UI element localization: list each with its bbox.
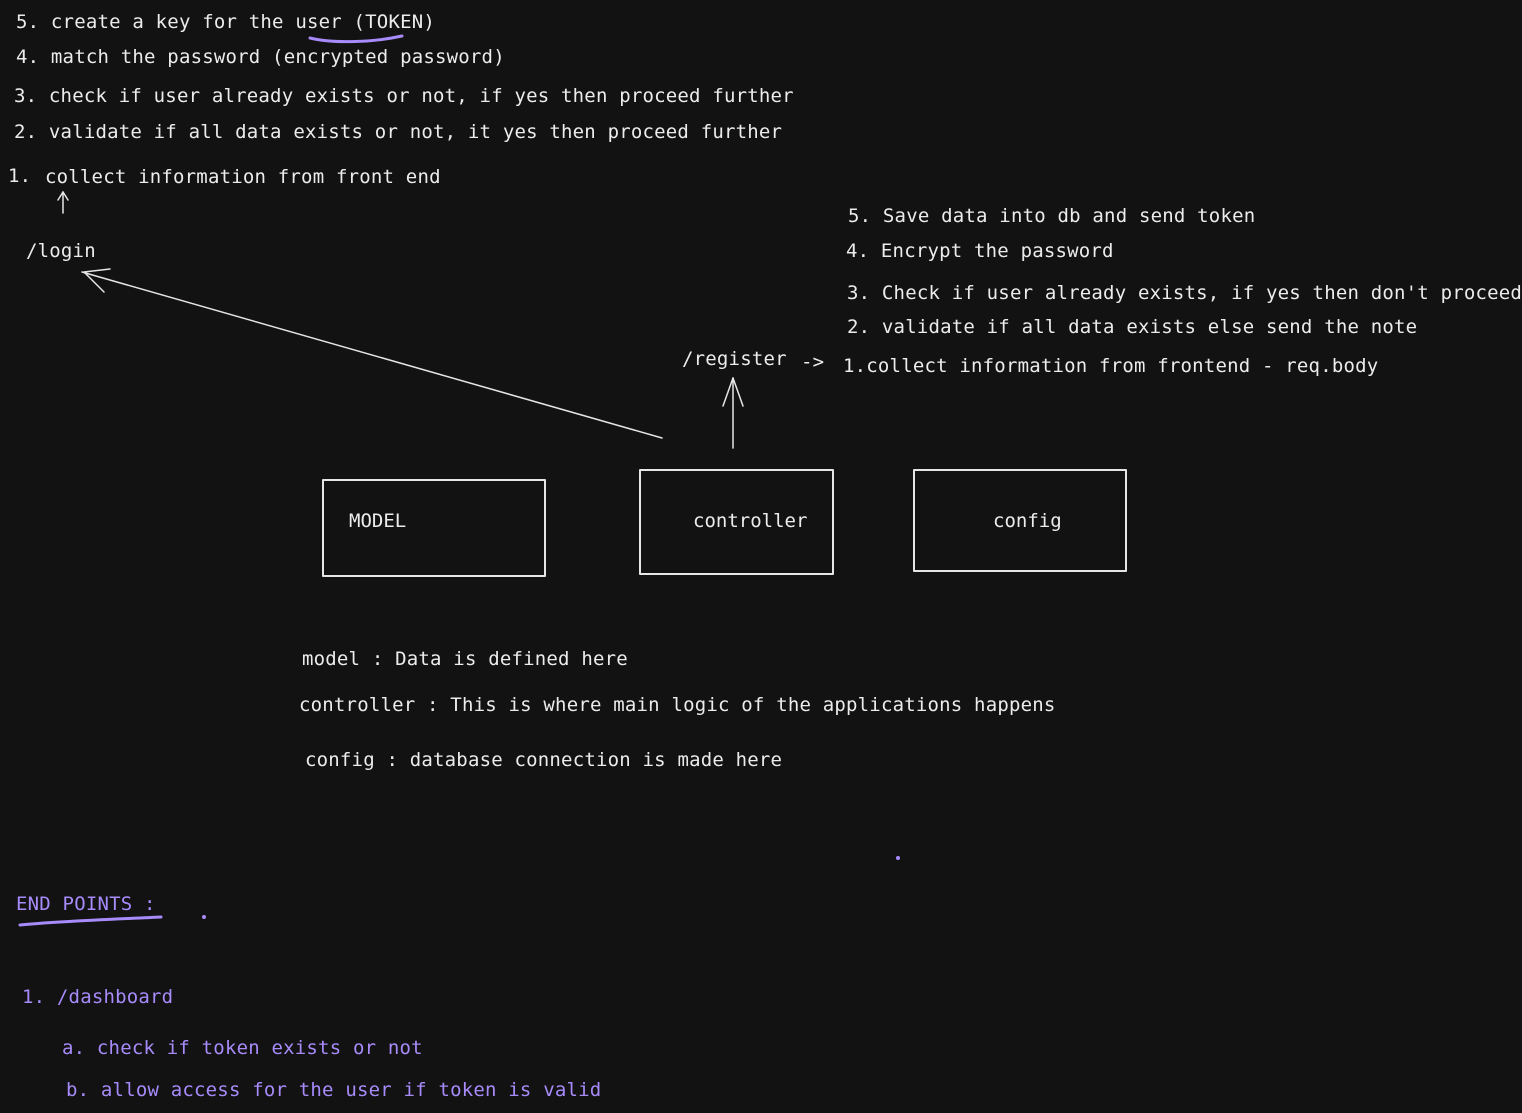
endpoint-dashboard-step-a: a. check if token exists or not [62, 1037, 423, 1059]
stray-dot [896, 856, 900, 860]
login-step-2: 2. validate if all data exists or not, i… [14, 121, 783, 143]
register-step-4: 4. Encrypt the password [846, 240, 1114, 262]
login-step-4: 4. match the password (encrypted passwor… [16, 46, 505, 68]
config-box-label: config [993, 510, 1062, 532]
token-underline [308, 34, 404, 44]
model-box[interactable]: MODEL [322, 479, 546, 577]
endpoints-underline [18, 915, 163, 927]
login-step-3: 3. check if user already exists or not, … [14, 85, 794, 107]
login-step-1: collect information from front end [45, 166, 441, 188]
controller-to-register-arrow [722, 377, 744, 449]
login-step-5: 5. create a key for the user (TOKEN) [16, 11, 436, 33]
controller-box[interactable]: controller [639, 469, 834, 575]
controller-box-label: controller [693, 510, 808, 532]
register-route-label: /register [682, 348, 787, 370]
config-box[interactable]: config [913, 469, 1127, 572]
model-description: model : Data is defined here [302, 648, 628, 670]
register-step-2: 2. validate if all data exists else send… [847, 316, 1418, 338]
register-arrow: -> [801, 351, 825, 373]
login-up-arrow [57, 191, 69, 214]
endpoint-dashboard-step-b: b. allow access for the user if token is… [66, 1079, 602, 1101]
controller-to-login-arrow [81, 268, 663, 439]
login-step-1-number: 1. [8, 165, 32, 187]
register-step-5: 5. Save data into db and send token [848, 205, 1256, 227]
connector-layer [18, 34, 900, 927]
endpoints-heading: END POINTS : [16, 893, 156, 915]
config-description: config : database connection is made her… [305, 749, 783, 771]
controller-description: controller : This is where main logic of… [299, 694, 1056, 716]
stray-dot [202, 915, 206, 919]
register-step-1: 1.collect information from frontend - re… [843, 355, 1379, 377]
endpoint-dashboard: 1. /dashboard [22, 986, 174, 1008]
register-step-3: 3. Check if user already exists, if yes … [847, 282, 1522, 304]
model-box-label: MODEL [349, 510, 407, 532]
login-route-label: /login [26, 240, 96, 262]
